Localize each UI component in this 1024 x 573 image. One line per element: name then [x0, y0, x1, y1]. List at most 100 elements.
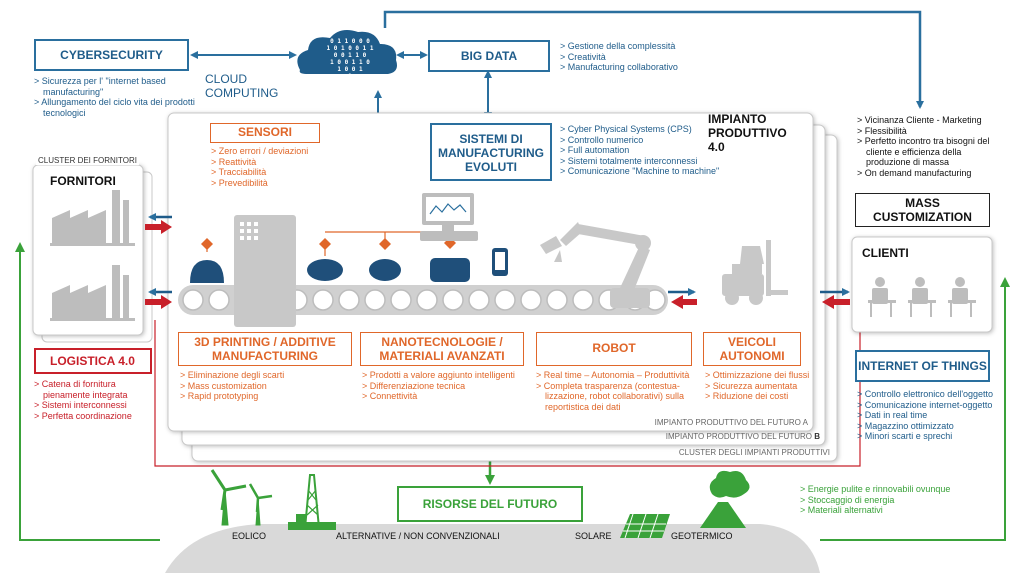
arrow-red-right-2 [145, 299, 161, 305]
bigdata-title: BIG DATA [460, 49, 518, 63]
printing-item: Rapid prototyping [180, 391, 355, 402]
nano-list: Prodotti a valore aggiunto intelligenti … [362, 370, 532, 402]
drilling-rig-icon [288, 474, 336, 530]
product-dome [190, 260, 224, 283]
sensori-box: SENSORI [210, 123, 320, 143]
bigdata-box: BIG DATA [428, 40, 550, 72]
eolico-label: EOLICO [232, 531, 267, 541]
sistemi-list: Cyber Physical Systems (CPS) Controllo n… [560, 124, 735, 177]
risorse-item: Stoccaggio di energia [800, 495, 980, 506]
sistemi-box: SISTEMI DI MANUFACTURING EVOLUTI [430, 123, 552, 181]
cloud-computing-label: CLOUD COMPUTING [205, 72, 279, 100]
cybersecurity-list: Sicurezza per l' "internet based manufac… [34, 76, 199, 118]
sistemi-item: Comunicazione "Machine to machine" [560, 166, 735, 177]
fornitori-cluster-label: CLUSTER DEI FORNITORI [36, 156, 139, 165]
cloud-icon [297, 30, 397, 74]
binary-line: 0 1 1 0 0 0 [330, 38, 370, 45]
impianto-a-label: IMPIANTO PRODUTTIVO DEL FUTURO A [654, 418, 808, 427]
impianto-b-letter: B [814, 432, 820, 441]
wind-turbine-icon [210, 469, 273, 526]
arrow-red-left-4 [683, 299, 697, 305]
cybersecurity-title: CYBERSECURITY [60, 48, 163, 62]
nano-item: Differenziazione tecnica [362, 381, 532, 392]
robot-item: Completa trasparenza (contestua-lizzazio… [536, 381, 696, 413]
solar-panel-icon [620, 513, 670, 539]
logistica-item: Perfetta coordinazione [34, 411, 164, 422]
iot-item: Comunicazione internet-oggetto [857, 400, 997, 411]
mass-item: Vicinanza Cliente - Marketing [857, 115, 1007, 126]
sensori-item: Tracciabilità [211, 167, 341, 178]
forklift-icon [722, 240, 788, 305]
blue-top-connection [383, 10, 924, 109]
arrow-red-right-1 [145, 224, 161, 230]
mass-title: MASS CUSTOMIZATION [873, 196, 972, 224]
sensori-list: Zero errori / deviazioni Reattività Trac… [211, 146, 341, 188]
veicoli-title: VEICOLI AUTONOMI [719, 335, 785, 363]
robot-title: ROBOT [592, 341, 636, 355]
logistica-list: Catena di fornitura pienamente integrata… [34, 379, 164, 421]
veicoli-box: VEICOLI AUTONOMI [703, 332, 801, 366]
bigdata-item: Gestione della complessità [560, 41, 720, 52]
iot-list: Controllo elettronico dell'oggetto Comun… [857, 389, 997, 442]
green-resource-loop-right [820, 277, 1010, 541]
logistica-title: LOGISTICA 4.0 [50, 354, 135, 368]
risorse-list: Energie pulite e rinnovabili ovunque Sto… [800, 484, 980, 516]
veicoli-item: Sicurezza aumentata [705, 381, 810, 392]
mass-item: On demand manufacturing [857, 168, 1007, 179]
robot-box: ROBOT [536, 332, 692, 366]
bigdata-item: Manufacturing collaborativo [560, 62, 720, 73]
risorse-title: RISORSE DEL FUTURO [422, 497, 558, 511]
cloud-binary: 0 1 1 0 0 0 1 0 1 0 0 1 1 0 0 1 1 0 1 0 … [310, 38, 390, 80]
iot-item: Minori scarti e sprechi [857, 431, 997, 442]
printing-item: Eliminazione degli scarti [180, 370, 355, 381]
risorse-item: Energie pulite e rinnovabili ovunque [800, 484, 980, 495]
robot-item: Real time – Autonomia – Produttività [536, 370, 696, 381]
green-resource-loop [15, 242, 160, 541]
sistemi-item: Sistemi totalmente interconnessi [560, 156, 735, 167]
printer-buttons [240, 222, 258, 240]
printing-item: Mass customization [180, 381, 355, 392]
sensori-item: Zero errori / deviazioni [211, 146, 341, 157]
iot-title: INTERNET OF THINGS [858, 359, 987, 373]
sistemi-title: SISTEMI DI MANUFACTURING EVOLUTI [438, 132, 544, 174]
iot-item: Dati in real time [857, 410, 997, 421]
sensori-item: Reattività [211, 157, 341, 168]
veicoli-item: Ottimizzazione dei flussi [705, 370, 810, 381]
mass-item: Perfetto incontro tra bisogni del client… [857, 136, 1007, 168]
nano-title: NANOTECNOLOGIE / MATERIALI AVANZATI [379, 335, 505, 363]
sistemi-item: Controllo numerico [560, 135, 735, 146]
printing-title: 3D PRINTING / ADDITIVE MANUFACTURING [194, 335, 336, 363]
mass-list: Vicinanza Cliente - Marketing Flessibili… [857, 115, 1007, 178]
customers-icon [868, 277, 976, 317]
logistica-item: Catena di fornitura pienamente integrata [34, 379, 164, 400]
printing-list: Eliminazione degli scarti Mass customiza… [180, 370, 355, 402]
mass-item: Flessibilità [857, 126, 1007, 137]
geotermico-label: GEOTERMICO [671, 531, 733, 541]
iot-item: Magazzino ottimizzato [857, 421, 997, 432]
nano-item: Connettività [362, 391, 532, 402]
impianto-title: IMPIANTO PRODUTTIVO 4.0 [708, 112, 787, 154]
binary-line: 1 0 0 1 1 0 [330, 59, 370, 66]
volcano-icon [700, 470, 750, 528]
cybersecurity-item: Sicurezza per l' "internet based manufac… [34, 76, 199, 97]
risorse-box: RISORSE DEL FUTURO [397, 486, 583, 522]
factory-icon-1 [50, 190, 135, 246]
veicoli-list: Ottimizzazione dei flussi Sicurezza aume… [705, 370, 810, 402]
robot-list: Real time – Autonomia – Produttività Com… [536, 370, 696, 412]
binary-line: 1 0 1 0 0 1 1 [326, 45, 374, 52]
veicoli-item: Riduzione dei costi [705, 391, 810, 402]
impianto-b-text: IMPIANTO PRODUTTIVO DEL FUTURO [665, 432, 812, 441]
impianto-b-label: IMPIANTO PRODUTTIVO DEL FUTURO B [640, 432, 820, 441]
risorse-item: Materiali alternativi [800, 505, 980, 516]
nano-item: Prodotti a valore aggiunto intelligenti [362, 370, 532, 381]
cluster-impianti-label: CLUSTER DEGLI IMPIANTI PRODUTTIVI [678, 448, 830, 457]
printer-machine [234, 215, 296, 327]
sensori-title: SENSORI [237, 125, 292, 139]
robot-arm-icon [540, 222, 651, 308]
binary-line: 1 0 0 1 [337, 66, 363, 73]
factory-icon-2 [50, 265, 135, 321]
product-oval-1 [307, 259, 343, 281]
binary-line: 1 [348, 73, 352, 80]
iot-box: INTERNET OF THINGS [855, 350, 990, 382]
cybersecurity-item: Allungamento del ciclo vita dei prodotti… [34, 97, 199, 118]
